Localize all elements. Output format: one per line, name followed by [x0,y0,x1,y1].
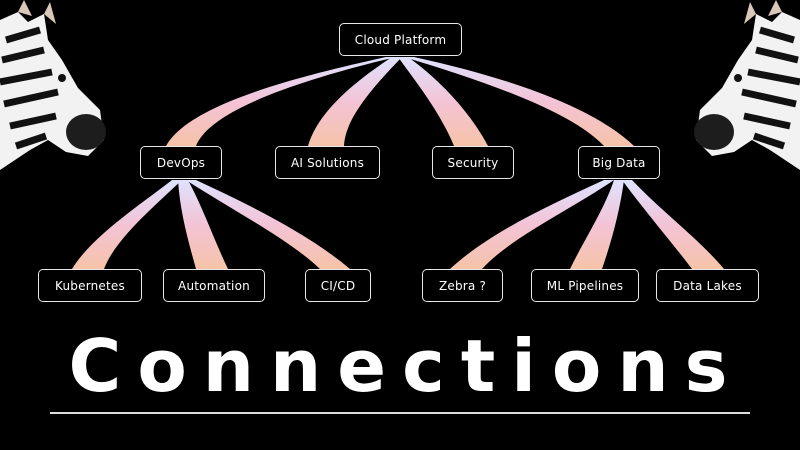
node-security: Security [432,146,514,179]
node-ai-solutions: AI Solutions [275,146,380,179]
headline-connections: Connections [68,324,744,408]
connector-bigdata-lakes [622,180,724,269]
node-zebra: Zebra ? [422,269,503,302]
connector-bigdata-ml [570,180,624,269]
connector-devops-automation [178,180,228,269]
node-kubernetes: Kubernetes [38,269,142,302]
connector-bigdata-zebra [450,180,614,269]
zebra-head-left-icon [0,0,106,170]
node-ci-cd: CI/CD [305,269,371,302]
connector-devops-cicd [186,180,350,269]
connector-root-devops [166,57,396,146]
connector-devops-kubernetes [72,180,182,269]
node-ml-pipelines: ML Pipelines [531,269,639,302]
connector-root-security [398,57,488,146]
connector-root-bigdata [404,57,634,146]
node-automation: Automation [163,269,265,302]
node-devops: DevOps [140,146,222,179]
zebra-head-right-icon [694,0,800,170]
node-data-lakes: Data Lakes [656,269,759,302]
connector-root-ai [308,57,402,146]
node-big-data: Big Data [578,146,660,179]
node-cloud-platform: Cloud Platform [339,23,462,56]
headline-underline [50,412,750,414]
